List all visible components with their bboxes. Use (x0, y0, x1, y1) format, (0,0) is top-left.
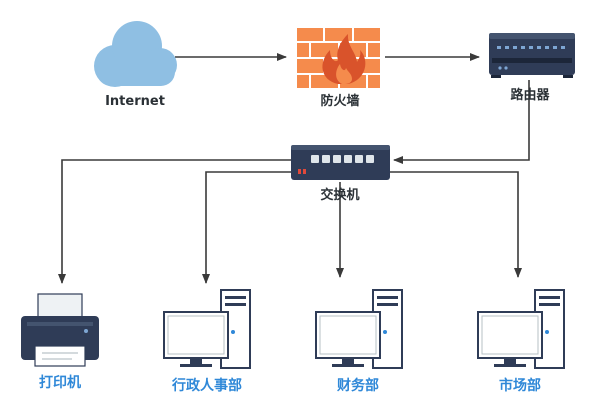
connections (58, 53, 530, 284)
switch-icon (291, 145, 390, 180)
computer-icon-admin-hr (163, 289, 251, 369)
node-label-printer: 打印机 (39, 375, 81, 391)
cloud-icon (94, 21, 177, 87)
computer-icon-finance (315, 289, 403, 369)
node-label-firewall: 防火墙 (320, 94, 360, 109)
edge-switch-marketing (386, 171, 522, 278)
edge-switch-printer (58, 159, 291, 284)
node-label-marketing: 市场部 (499, 378, 541, 394)
node-label-internet: Internet (105, 94, 165, 109)
computer-icon-marketing (477, 289, 565, 369)
edge-switch-admin-hr (202, 171, 294, 284)
node-label-router: 路由器 (510, 88, 550, 103)
firewall-icon (295, 26, 382, 90)
edge-router-switch (393, 80, 530, 164)
router-icon (489, 33, 575, 78)
node-label-switch: 交换机 (320, 188, 360, 203)
printer-icon (21, 293, 99, 367)
flame-icon (322, 34, 366, 84)
node-label-finance: 财务部 (337, 378, 379, 394)
node-label-admin-hr: 行政人事部 (172, 378, 242, 394)
